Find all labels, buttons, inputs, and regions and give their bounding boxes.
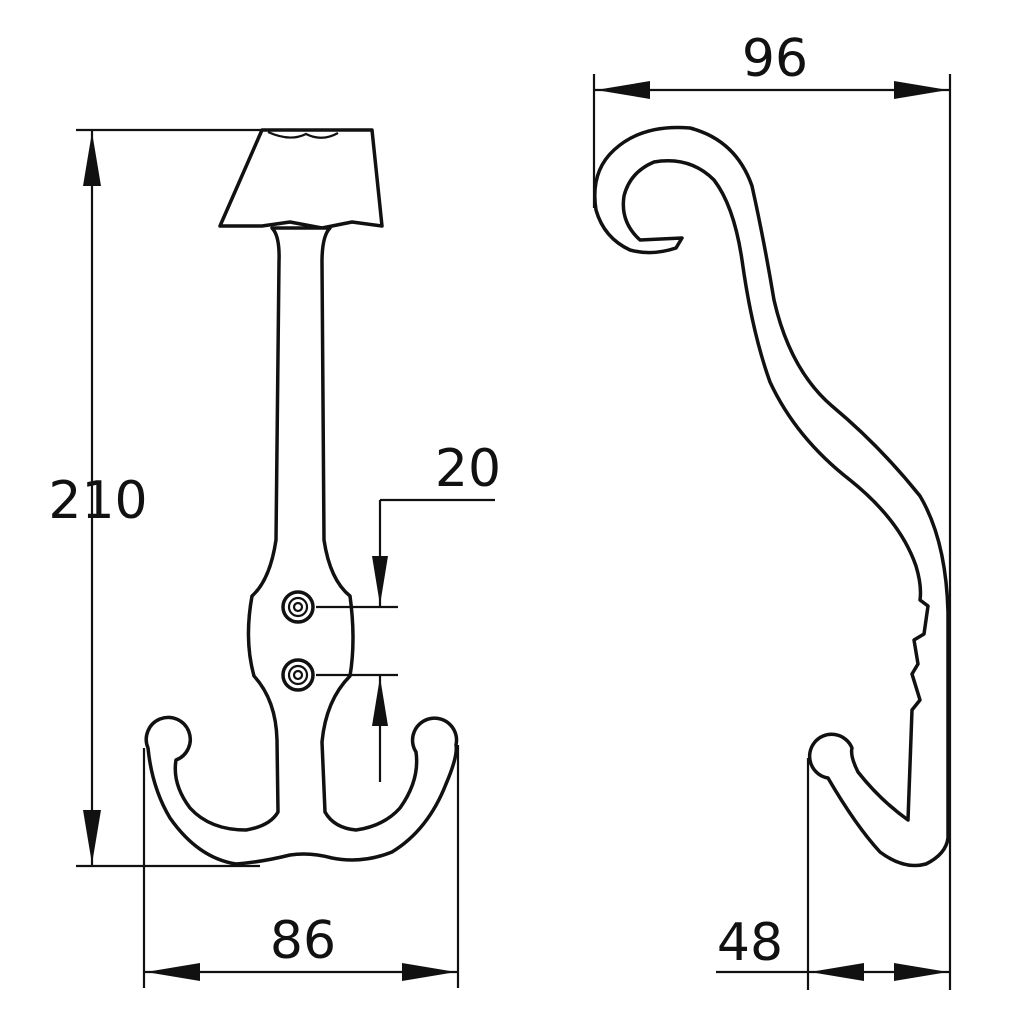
side-view — [593, 125, 950, 868]
arrowhead-20-down — [372, 556, 388, 605]
dimension-label-48: 48 — [717, 913, 783, 973]
dimension-label-210: 210 — [48, 471, 147, 531]
dimension-label-86: 86 — [270, 911, 336, 971]
front-view-screw-hole-lower — [281, 658, 315, 692]
front-view-screw-hole-lower-inner — [287, 664, 309, 686]
arrowhead-48-right — [894, 963, 948, 981]
front-view-screw-hole-upper-center — [292, 601, 304, 613]
arrowhead-86-left — [146, 963, 200, 981]
dimension-front-width: 86 — [142, 745, 460, 988]
arrowhead-48-left — [810, 963, 864, 981]
front-view — [144, 128, 459, 866]
front-view-screw-hole-lower-center — [292, 669, 304, 681]
arrowhead-down — [83, 810, 101, 864]
arrowhead-up — [83, 132, 101, 186]
dimension-side-bottom: 48 — [716, 758, 950, 990]
front-view-screw-hole-upper-inner — [287, 596, 309, 618]
front-view-top-plate — [218, 128, 384, 230]
arrowhead-96-left — [596, 81, 650, 99]
arrowhead-96-right — [894, 81, 948, 99]
front-view-hook-body — [144, 226, 459, 866]
dimension-label-96: 96 — [742, 29, 808, 89]
dimension-label-20: 20 — [435, 439, 501, 499]
dimension-side-depth: 96 — [592, 29, 952, 990]
front-view-top-edge-detail — [267, 130, 339, 139]
dimension-overall-height: 210 — [48, 128, 262, 868]
arrowhead-20-up — [372, 677, 388, 726]
front-view-screw-hole-upper — [281, 590, 315, 624]
side-view-hook-profile — [593, 125, 950, 868]
dimension-hole-spacing: 20 — [316, 439, 501, 782]
arrowhead-86-right — [402, 963, 456, 981]
